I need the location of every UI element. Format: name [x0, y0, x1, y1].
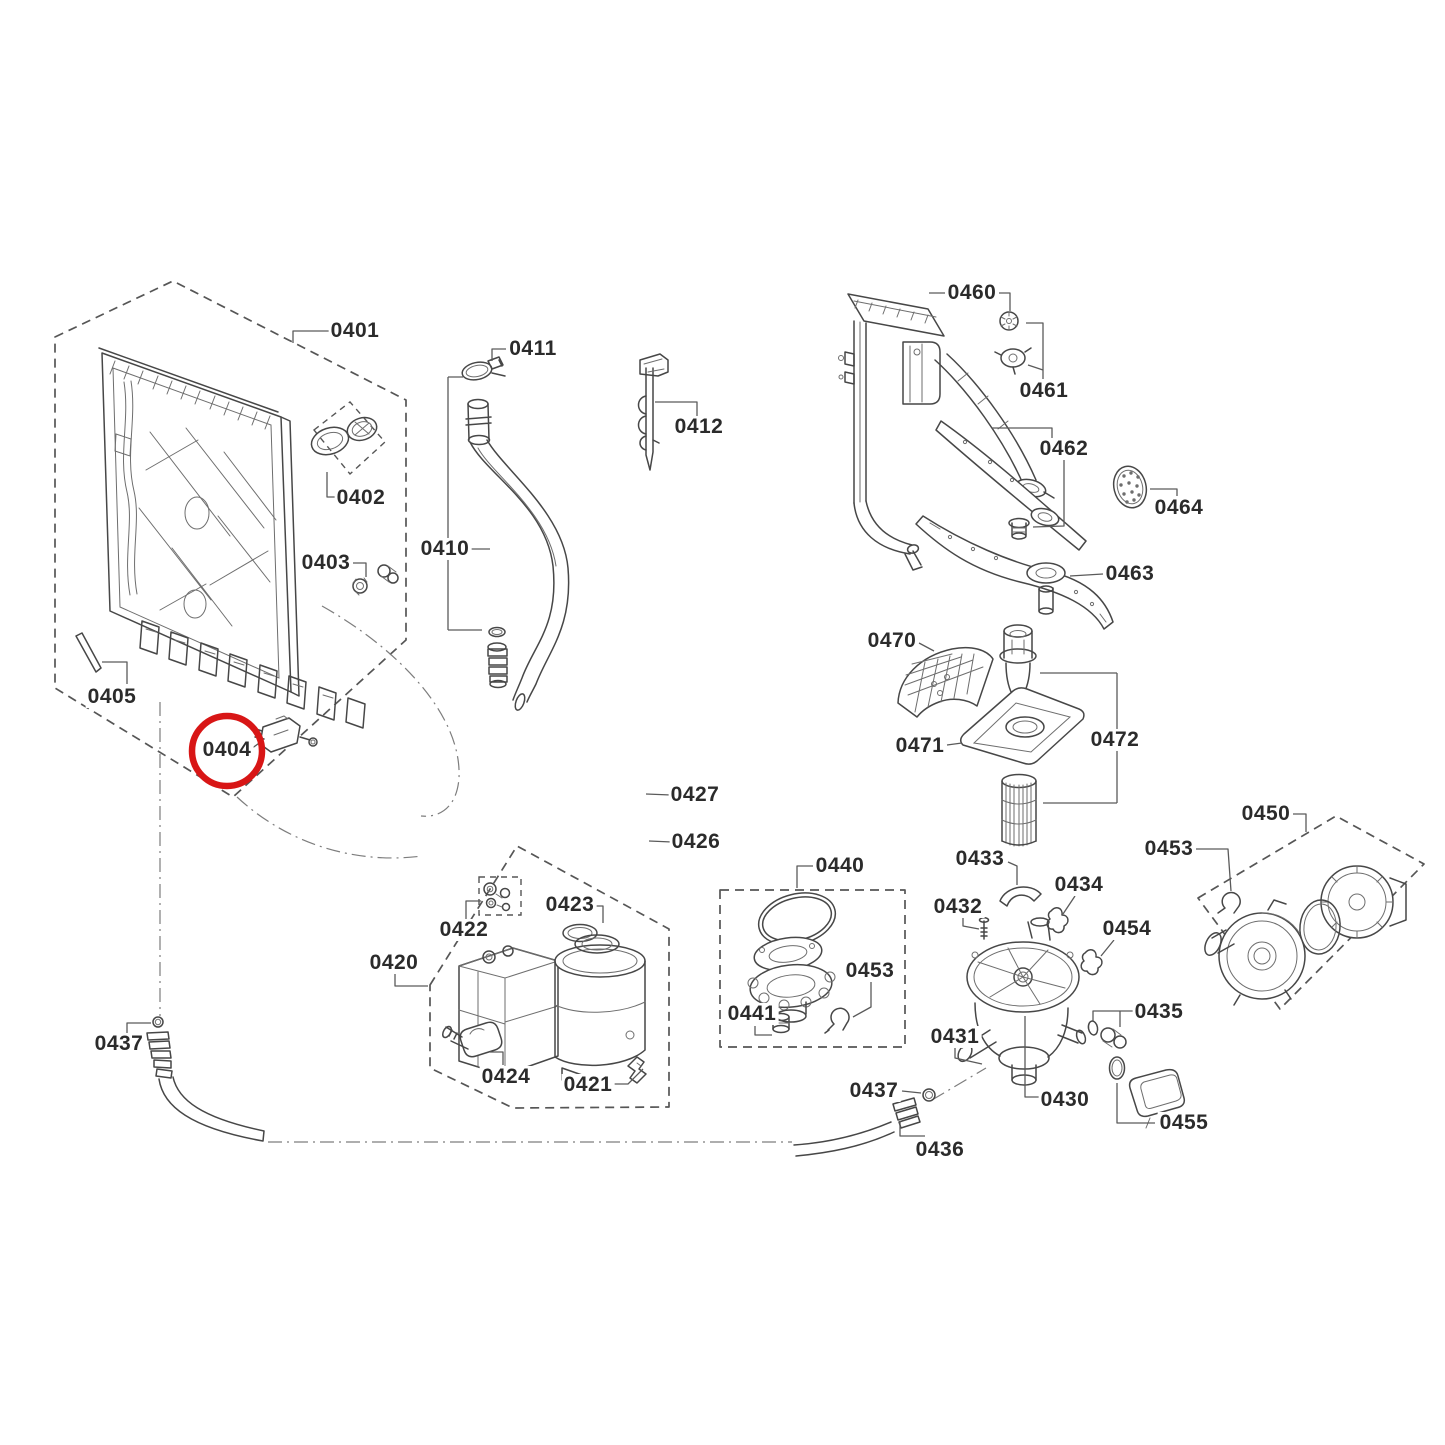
part-label-0423: 0423	[543, 892, 597, 917]
part-label-0455: 0455	[1157, 1110, 1211, 1135]
fastener-0412	[637, 353, 669, 471]
part-label-0470: 0470	[865, 628, 919, 653]
part-label-0436: 0436	[913, 1137, 967, 1162]
plug-kit-box	[478, 876, 522, 916]
seal-kit-0402	[310, 416, 378, 456]
part-label-0435: 0435	[1132, 999, 1186, 1024]
bearing-0461	[1000, 348, 1026, 368]
drain-hose-left-0437	[146, 1016, 265, 1142]
part-label-0472: 0472	[1088, 727, 1142, 752]
part-label-0437-mid: 0437	[847, 1078, 901, 1103]
valve-0424	[459, 1021, 503, 1058]
inlet-assembly-box	[54, 280, 407, 798]
part-label-0461: 0461	[1017, 378, 1071, 403]
part-label-0412: 0412	[672, 414, 726, 439]
clip-0434	[1046, 907, 1069, 934]
inlet-panel	[98, 347, 366, 729]
part-label-0427: 0427	[668, 782, 722, 807]
part-label-0453-heater: 0453	[843, 958, 897, 983]
part-label-0422: 0422	[437, 917, 491, 942]
part-label-0401: 0401	[328, 318, 382, 343]
part-label-0402: 0402	[334, 485, 388, 510]
oring-0435	[1087, 1020, 1099, 1036]
heater-assembly-0440	[747, 892, 850, 1034]
clip-0421	[627, 1056, 647, 1084]
pump-assembly-0450	[1204, 865, 1407, 1006]
part-label-0434: 0434	[1052, 872, 1106, 897]
part-label-0437-left: 0437	[92, 1031, 146, 1056]
tool-0405	[75, 632, 102, 673]
part-label-0433: 0433	[953, 846, 1007, 871]
drain-hose-0436	[793, 1088, 936, 1157]
part-label-0454: 0454	[1100, 916, 1154, 941]
flat-filter-0471	[960, 687, 1085, 765]
part-label-0463: 0463	[1103, 561, 1157, 586]
part-label-0471: 0471	[893, 733, 947, 758]
part-label-0424: 0424	[479, 1064, 533, 1089]
part-label-0462: 0462	[1037, 436, 1091, 461]
part-label-0421: 0421	[561, 1072, 615, 1097]
filter-assembly-0470	[897, 624, 1085, 847]
fittings-0403	[352, 564, 399, 596]
part-label-0403: 0403	[299, 550, 353, 575]
clamp-0453-heater	[824, 1007, 850, 1034]
part-label-0453-pump: 0453	[1142, 836, 1196, 861]
part-label-0405: 0405	[85, 684, 139, 709]
part-label-0441: 0441	[725, 1001, 779, 1026]
screw-0432	[980, 920, 988, 940]
heater-assembly-box	[719, 889, 906, 1048]
part-label-0410: 0410	[418, 536, 472, 561]
sump-assembly-0430	[957, 886, 1186, 1129]
softener-assembly-box	[429, 845, 670, 1109]
seal-0423	[562, 923, 598, 943]
drain-pump-0455	[1128, 1068, 1186, 1118]
part-label-0404: 0404	[200, 737, 254, 762]
part-label-0432: 0432	[931, 894, 985, 919]
spray-assembly	[838, 293, 1148, 630]
part-label-0430: 0430	[1038, 1087, 1092, 1112]
lower-spray-arm-0463	[915, 515, 1114, 630]
leader-lines	[102, 292, 1307, 1137]
centerlines	[159, 605, 987, 1143]
part-label-0460: 0460	[945, 280, 999, 305]
oring-0437-mid	[922, 1088, 936, 1102]
inlet-hose-0410	[461, 356, 570, 711]
seal-kit-box	[313, 401, 386, 476]
softener-assembly-0420	[441, 882, 647, 1088]
clip-0454	[1080, 949, 1103, 976]
part-label-0440: 0440	[813, 853, 867, 878]
part-label-0450: 0450	[1239, 801, 1293, 826]
part-label-0431: 0431	[928, 1024, 982, 1049]
clamp-0453-pump	[1217, 891, 1241, 914]
seal-0433	[999, 886, 1042, 907]
mesh-filter-0470	[897, 646, 994, 718]
part-label-0464: 0464	[1152, 495, 1206, 520]
part-label-0411: 0411	[507, 336, 559, 361]
highlight-circle	[188, 712, 266, 790]
part-label-0420: 0420	[367, 950, 421, 975]
pump-volute	[1218, 912, 1306, 1000]
part-label-0426: 0426	[669, 829, 723, 854]
